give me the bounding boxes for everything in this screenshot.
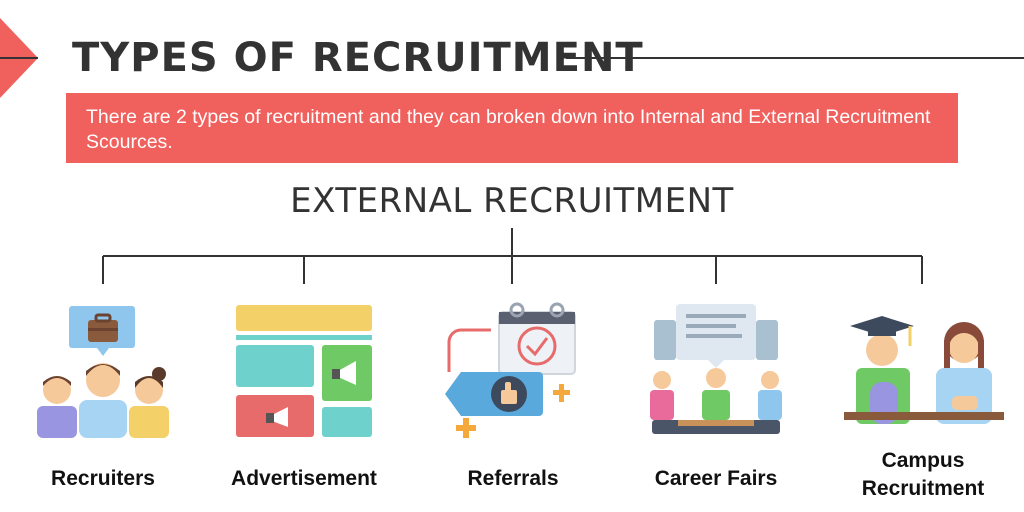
banner-text: There are 2 types of recruitment and the… [86,106,931,153]
title-rule-right [566,57,1024,59]
referrals-icon [445,302,576,438]
item-label-advertisement: Advertisement [231,467,377,490]
item-label-campus-recruitment: Campus Recruitment [861,449,985,500]
advertisement-icon [236,305,372,437]
item-label-career-fairs: Career Fairs [654,467,778,490]
title-rule-left [0,57,38,59]
description-banner: There are 2 types of recruitment and the… [66,93,958,163]
item-label-referrals: Referrals [467,467,559,490]
recruiters-icon [37,306,169,438]
page-title: TYPES OF RECRUITMENT [72,35,644,81]
campus-recruitment-icon [844,316,1004,424]
item-label-recruiters: Recruiters [51,467,155,490]
section-heading: EXTERNAL RECRUITMENT [290,181,734,221]
career-fairs-icon [650,304,782,434]
